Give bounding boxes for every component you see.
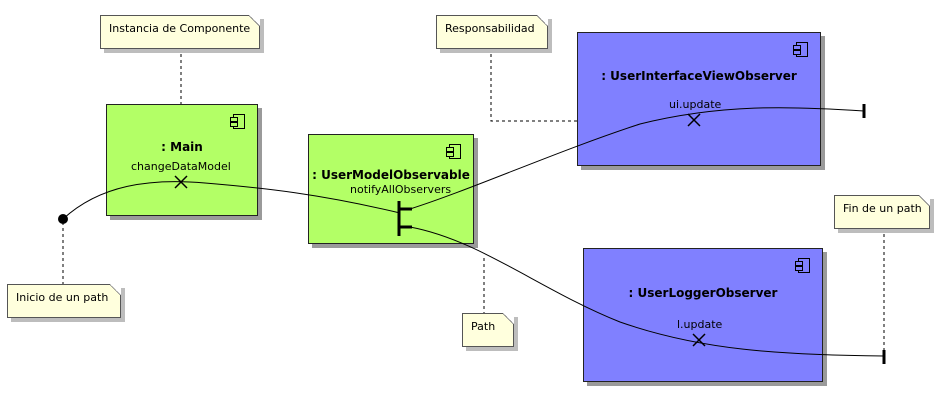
note-path: Path bbox=[462, 313, 514, 347]
component-title: : UserInterfaceViewObserver bbox=[601, 69, 797, 83]
responsibility-label-change-data-model: changeDataModel bbox=[131, 160, 231, 173]
note-responsabilidad: Responsabilidad bbox=[436, 15, 548, 49]
component-title: : Main bbox=[161, 140, 203, 154]
component-icon bbox=[795, 258, 810, 273]
note-text: Instancia de Componente bbox=[109, 22, 251, 35]
note-instancia-de-componente: Instancia de Componente bbox=[100, 15, 260, 49]
component-icon bbox=[446, 144, 461, 159]
component-icon bbox=[793, 42, 808, 57]
component-title: : UserLoggerObserver bbox=[628, 286, 778, 300]
note-text: Inicio de un path bbox=[16, 291, 109, 304]
note-text: Fin de un path bbox=[843, 202, 922, 215]
responsibility-label-notify-all-observers: notifyAllObservers bbox=[350, 183, 452, 196]
responsibility-label-ui-update: ui.update bbox=[669, 98, 722, 111]
note-inicio-de-un-path: Inicio de un path bbox=[7, 284, 121, 318]
component-user-logger-observer[interactable]: : UserLoggerObserver bbox=[583, 248, 823, 382]
component-icon bbox=[230, 114, 245, 129]
responsibility-label-l-update: l.update bbox=[677, 318, 723, 331]
note-text: Path bbox=[471, 320, 496, 333]
component-title: : UserModelObservable bbox=[312, 168, 470, 182]
note-fin-de-un-path: Fin de un path bbox=[834, 195, 930, 229]
note-text: Responsabilidad bbox=[445, 22, 535, 35]
